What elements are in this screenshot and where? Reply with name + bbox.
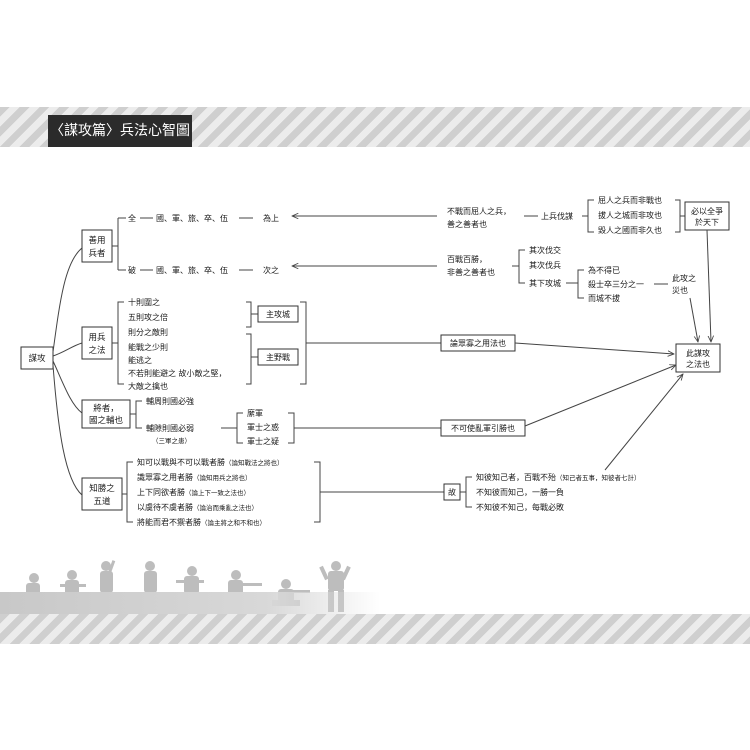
b1-bottom-chain: 國、軍、旅、卒、伍 xyxy=(156,265,228,275)
arrow-b4-to-final xyxy=(604,374,683,471)
b1-rt-result-2: 於天下 xyxy=(695,217,719,227)
b1-rb-bracket xyxy=(518,249,525,284)
b3-list-3: 軍士之疑 xyxy=(247,436,279,446)
connector-root-b4 xyxy=(52,364,83,496)
b4-result-2: 不知彼而知己，一勝一負 xyxy=(476,487,564,497)
b1-rt-item-2: 拔人之城而非攻也 xyxy=(598,210,662,220)
b1-rb-result-1: 此攻之 xyxy=(672,273,696,283)
branch-3-box xyxy=(81,399,131,429)
b1-rt-bracket xyxy=(587,199,594,233)
b2-item-4: 能戰之少則 xyxy=(128,342,168,352)
branch-2-label-line2: 之法 xyxy=(88,345,105,356)
arrow-rt-to-final xyxy=(706,229,711,342)
b4-item-3: 上下同欲者勝（論上下一致之法也） xyxy=(137,487,250,497)
b2-item-3: 則分之敵則 xyxy=(128,327,168,337)
b4-result-1: 知彼知己者，百戰不殆（知己者五事，知彼者七計） xyxy=(476,472,641,482)
b4-item-4: 以虞待不虞者勝（論治而乘亂之法也） xyxy=(137,502,258,512)
b1-rt-mid: 上兵伐謀 xyxy=(541,211,573,221)
b1-rt-result-box xyxy=(684,201,730,231)
b3-item-2: 輔隙則國必弱 xyxy=(146,423,194,433)
b1-top-chain: 國、軍、旅、卒、伍 xyxy=(156,213,228,223)
b1-rb-sub-3: 而城不拔 xyxy=(588,293,620,303)
b1-rt-result-1: 必以全爭 xyxy=(691,206,723,216)
b2-item-2: 五則攻之倍 xyxy=(128,312,168,322)
branch-2-label-line1: 用兵 xyxy=(88,332,106,343)
b2-link: 論眾寡之用法也 xyxy=(450,338,506,348)
branch-3-label-line2: 國之輔也 xyxy=(89,415,124,426)
b3-item-1: 輔周則國必強 xyxy=(146,396,194,406)
b1-rt-item-1: 屈人之兵而非戰也 xyxy=(598,195,662,205)
b1-rb-item-1: 其次伐交 xyxy=(529,245,561,255)
b1-bottom-head: 破 xyxy=(128,265,136,275)
ground-strip xyxy=(0,592,380,616)
b2-tag-1-box xyxy=(257,305,299,323)
b4-item-2: 識眾寡之用者勝（論知用兵之將也） xyxy=(137,472,252,482)
b4-mid: 故 xyxy=(448,487,456,497)
b1-rb-item-3: 其下攻城 xyxy=(529,278,561,288)
branch-2-bracket xyxy=(117,301,124,385)
root-node: 謀攻 xyxy=(28,353,46,364)
branch-3-bracket xyxy=(135,400,142,429)
b4-item-1: 知可以戰與不可以戰者勝（論知戰法之將也） xyxy=(137,457,284,467)
branch-3-label-line1: 將者， xyxy=(93,403,119,414)
branch-1-label-line2: 兵者 xyxy=(88,248,106,259)
b3-list-1: 縻軍 xyxy=(247,408,263,418)
bottom-stripe-band xyxy=(0,614,750,644)
final-line2: 之法也 xyxy=(686,359,710,369)
b2-item-5: 能逃之 xyxy=(128,355,152,365)
branch-4-label-line2: 五道 xyxy=(93,496,111,507)
final-line1: 此謀攻 xyxy=(686,348,710,358)
branch-4-bracket xyxy=(126,461,133,523)
root-node-box xyxy=(20,346,54,370)
branch-4-label-line1: 知勝之 xyxy=(89,483,115,494)
b1-top-tail: 為上 xyxy=(263,213,279,223)
b1-rb-quote-1: 百戰百勝， xyxy=(447,254,487,264)
b1-rt-quote-2: 善之善者也 xyxy=(447,219,487,229)
connector-root-b2 xyxy=(52,342,83,357)
b1-rt-quote-1: 不戰而屈人之兵， xyxy=(447,206,511,216)
b1-rb-sub-1: 為不得已 xyxy=(588,265,620,275)
final-box xyxy=(675,343,721,373)
b2-item-6: 不若則能避之 故小敵之堅， xyxy=(128,368,227,378)
b1-rb-item-2: 其次伐兵 xyxy=(529,260,561,270)
b2-tag-2-box xyxy=(257,348,299,366)
b2-item-1: 十則圍之 xyxy=(128,297,160,307)
b1-rb-quote-2: 非善之善者也 xyxy=(447,267,495,277)
branch-2-box xyxy=(81,326,113,360)
b3-note: （三軍之患） xyxy=(152,436,191,445)
branch-4-box xyxy=(81,477,123,511)
connector-root-b3 xyxy=(52,360,83,414)
b2-tag-1: 主攻城 xyxy=(266,309,290,319)
b1-rt-item-3: 毀人之國而非久也 xyxy=(598,225,662,235)
b4-result-3: 不知彼不知己，每戰必敗 xyxy=(476,502,564,512)
page-title: 〈謀攻篇〉兵法心智圖 xyxy=(48,115,192,147)
b3-link: 不可使亂軍引勝也 xyxy=(451,423,515,433)
b1-top-head: 全 xyxy=(128,213,136,223)
b3-list-2: 軍士之惑 xyxy=(247,422,279,432)
b1-rb-sub-2: 殺士卒三分之一 xyxy=(588,279,644,289)
arrow-b3-to-final xyxy=(524,365,676,427)
b1-bottom-tail: 次之 xyxy=(263,265,279,275)
arrow-b2-to-final xyxy=(514,342,674,354)
b2-item-7: 大敵之擒也 xyxy=(128,381,168,391)
arrow-rb-to-final xyxy=(689,297,698,342)
branch-1-label-line1: 善用 xyxy=(88,235,105,246)
b3-link-box xyxy=(440,419,526,437)
b4-item-5: 將能而君不禦者勝（論主將之和不和也） xyxy=(137,517,266,527)
b1-rb-result-2: 災也 xyxy=(672,285,688,295)
connector-root-b1 xyxy=(52,247,83,353)
branch-1-box xyxy=(81,229,113,263)
b2-tag-2: 主野戰 xyxy=(266,352,290,362)
